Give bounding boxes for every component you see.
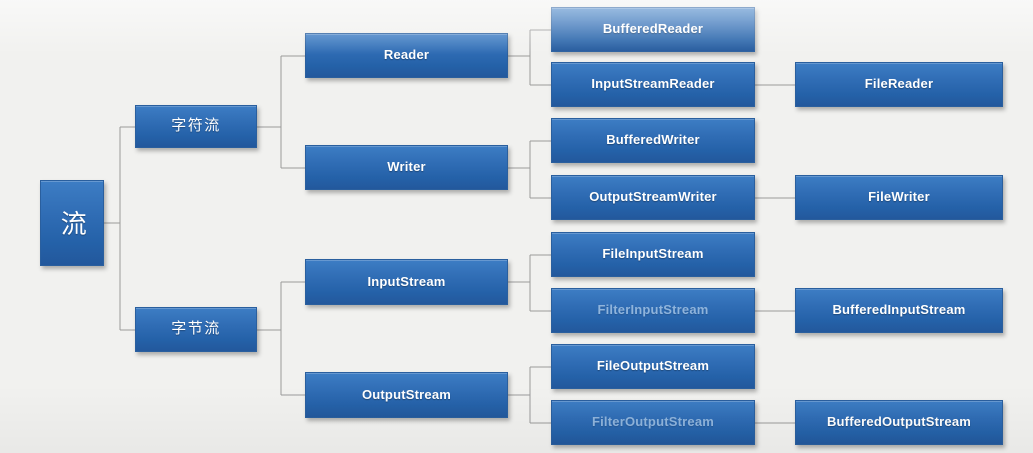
node-label-buffered-reader: BufferedReader	[602, 21, 704, 37]
node-buffered-output-stream[interactable]: BufferedOutputStream	[795, 400, 1003, 445]
node-file-reader[interactable]: FileReader	[795, 62, 1003, 107]
node-label-output-stream-writer: OutputStreamWriter	[589, 189, 717, 205]
node-label-input-stream-reader: InputStreamReader	[591, 76, 715, 92]
node-label-file-reader: FileReader	[864, 76, 934, 92]
node-buffered-reader[interactable]: BufferedReader	[551, 7, 755, 52]
node-label-filter-output-stream: FilterOutputStream	[591, 414, 715, 430]
node-byte-stream[interactable]: 字节流	[135, 307, 257, 352]
node-label-buffered-writer: BufferedWriter	[606, 132, 700, 148]
node-input-stream[interactable]: InputStream	[305, 259, 508, 305]
node-label-output-stream: OutputStream	[361, 386, 452, 402]
node-buffered-input-stream[interactable]: BufferedInputStream	[795, 288, 1003, 333]
node-file-writer[interactable]: FileWriter	[795, 175, 1003, 220]
node-reader[interactable]: Reader	[305, 33, 508, 78]
node-output-stream[interactable]: OutputStream	[305, 372, 508, 418]
node-buffered-writer[interactable]: BufferedWriter	[551, 118, 755, 163]
node-label-char-stream: 字符流	[171, 117, 221, 135]
node-output-stream-writer[interactable]: OutputStreamWriter	[551, 175, 755, 220]
node-writer[interactable]: Writer	[305, 145, 508, 190]
node-label-reader: Reader	[383, 47, 430, 63]
node-file-input-stream[interactable]: FileInputStream	[551, 232, 755, 277]
node-input-stream-reader[interactable]: InputStreamReader	[551, 62, 755, 107]
node-label-filter-input-stream: FilterInputStream	[597, 302, 709, 318]
node-root[interactable]: 流	[40, 180, 104, 266]
node-filter-output-stream[interactable]: FilterOutputStream	[551, 400, 755, 445]
node-label-root: 流	[57, 210, 88, 236]
node-char-stream[interactable]: 字符流	[135, 105, 257, 148]
node-label-writer: Writer	[387, 159, 426, 175]
node-label-buffered-input-stream: BufferedInputStream	[832, 302, 966, 318]
node-label-file-output-stream: FileOutputStream	[596, 358, 710, 374]
node-label-input-stream: InputStream	[367, 273, 446, 289]
node-file-output-stream[interactable]: FileOutputStream	[551, 344, 755, 389]
node-label-byte-stream: 字节流	[171, 320, 221, 338]
node-label-buffered-output-stream: BufferedOutputStream	[826, 414, 972, 430]
node-label-file-writer: FileWriter	[868, 189, 930, 205]
node-label-file-input-stream: FileInputStream	[602, 246, 704, 262]
node-filter-input-stream[interactable]: FilterInputStream	[551, 288, 755, 333]
